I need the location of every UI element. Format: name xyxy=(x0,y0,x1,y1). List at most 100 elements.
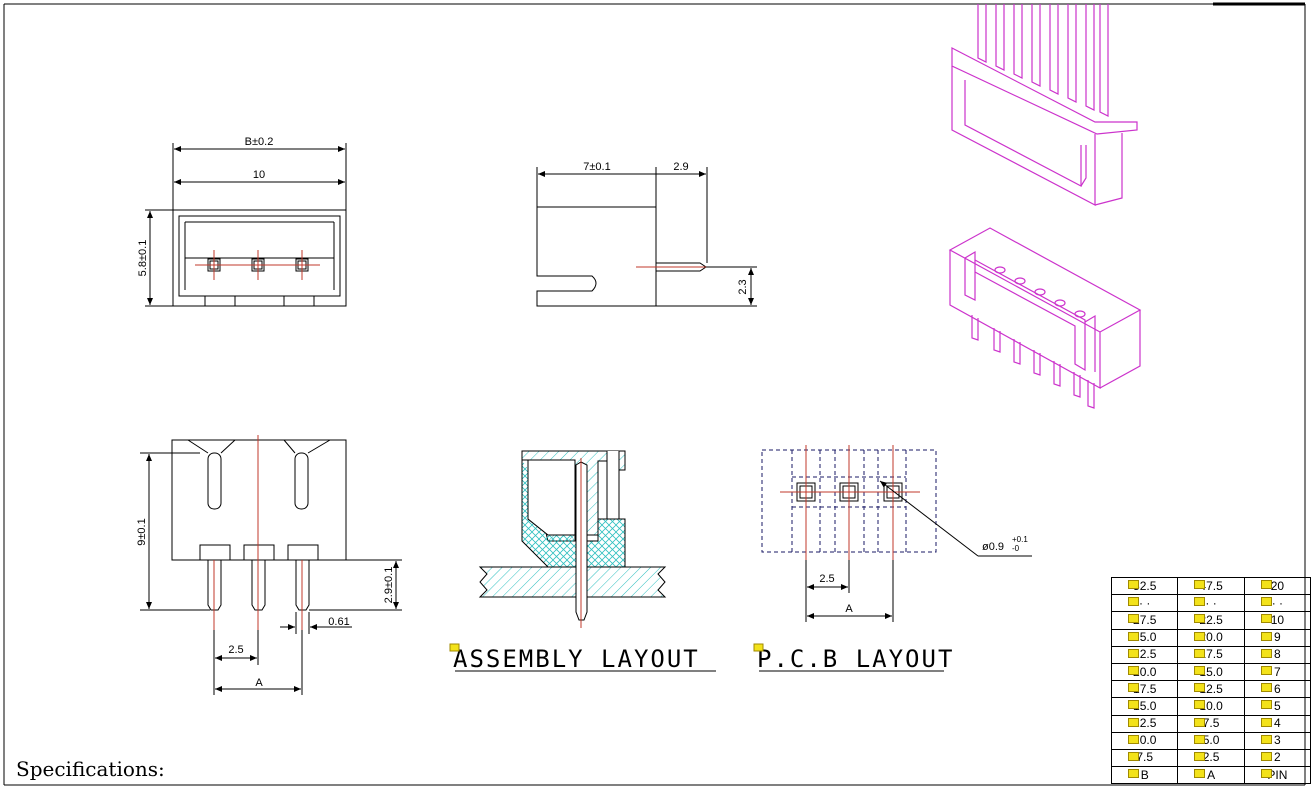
flag-icon xyxy=(1194,614,1206,624)
table-cell: · · xyxy=(1177,594,1245,613)
flag-icon xyxy=(1128,614,1139,624)
table-cell: 9 xyxy=(1243,628,1311,647)
flag-icon xyxy=(1194,631,1206,641)
flag-icon xyxy=(1194,717,1206,727)
table-cell: 15.0 xyxy=(1177,662,1245,682)
table-cell: 47.5 xyxy=(1177,576,1245,596)
table-cell: 6 xyxy=(1243,680,1311,699)
cell-value: B xyxy=(1140,767,1149,782)
cell-value: 7 xyxy=(1274,664,1281,679)
dim-side-pin-height: 2.3 xyxy=(737,279,749,294)
table-cell: 7.5 xyxy=(1177,714,1245,733)
table-cell: 25.0 xyxy=(1110,628,1179,647)
table-cell: 20.0 xyxy=(1177,628,1245,647)
flag-icon xyxy=(1128,700,1139,710)
table-cell: 12.5 xyxy=(1110,714,1179,733)
table-cell: 7.5 xyxy=(1110,748,1179,768)
cell-value: PIN xyxy=(1267,767,1288,782)
flag-icon xyxy=(1194,769,1206,779)
table-cell: 20.0 xyxy=(1110,662,1179,682)
flag-icon xyxy=(1128,751,1139,761)
flag-icon xyxy=(1194,683,1206,693)
flag-icon xyxy=(1128,683,1139,693)
flag-icon xyxy=(1260,631,1272,641)
table-cell: 4 xyxy=(1243,714,1311,733)
dim-pcb-pitch: 2.5 xyxy=(819,573,834,585)
flag-icon xyxy=(449,643,460,652)
table-cell: 10.0 xyxy=(1110,731,1179,750)
table-cell: 3 xyxy=(1243,731,1311,750)
pcb-layout-title: P.C.B LAYOUT xyxy=(757,645,954,673)
table-cell: 2.5 xyxy=(1177,748,1245,768)
table-cell: 22.5 xyxy=(1110,645,1179,664)
dim-pitch: 2.5 xyxy=(228,644,243,656)
bottom-view xyxy=(140,435,402,695)
cell-value: A xyxy=(1207,767,1216,782)
cell-value: 3 xyxy=(1274,733,1281,748)
flag-icon xyxy=(1128,665,1139,675)
table-row: 10.0 5.0 3 xyxy=(1110,731,1311,750)
table-cell: 20 xyxy=(1243,576,1311,596)
table-cell: 15.0 xyxy=(1110,697,1179,716)
table-cell: 8 xyxy=(1243,645,1311,664)
dim-side-depth: 7±0.1 xyxy=(583,161,610,173)
table-cell: A xyxy=(1177,766,1245,785)
flag-icon xyxy=(1260,648,1272,658)
dim-bottom-height: 9±0.1 xyxy=(136,518,148,545)
flag-icon xyxy=(1260,734,1272,744)
flag-icon xyxy=(1194,580,1206,589)
cell-value: 9 xyxy=(1274,630,1281,645)
flag-icon xyxy=(1260,580,1272,589)
cell-value: 4 xyxy=(1274,716,1281,731)
flag-icon xyxy=(1128,769,1139,779)
flag-icon xyxy=(1194,648,1206,658)
housing-3d-render xyxy=(951,4,1138,206)
table-cell: 27.5 xyxy=(1110,611,1179,630)
dim-front-width-inner: 10 xyxy=(253,169,265,181)
pcb-view xyxy=(761,445,1032,622)
flag-icon xyxy=(1128,648,1139,658)
flag-icon xyxy=(1260,683,1272,693)
table-cell: PIN xyxy=(1243,766,1311,785)
flag-icon xyxy=(1260,614,1272,624)
dim-hole-tol-minus: -0 xyxy=(1012,544,1020,553)
dim-front-width-total: B±0.2 xyxy=(245,136,274,148)
dim-hole-tol-plus: +0.1 xyxy=(1012,535,1028,544)
cell-value: 10 xyxy=(1270,612,1285,627)
cell-value: 6 xyxy=(1274,681,1281,696)
cell-value: 7.5 xyxy=(1202,716,1220,731)
specifications-label: Specifications: xyxy=(16,757,165,781)
dim-pcb-span: A xyxy=(845,603,853,615)
dim-span: A xyxy=(255,677,263,689)
table-cell: 17.5 xyxy=(1177,645,1245,664)
cell-value: 8 xyxy=(1274,647,1281,662)
flag-icon xyxy=(1260,597,1272,607)
table-cell: 2 xyxy=(1243,748,1311,768)
table-cell: 7 xyxy=(1243,662,1311,682)
header-3d-render xyxy=(948,227,1142,409)
cell-value: 5.0 xyxy=(1202,733,1220,748)
flag-icon xyxy=(1128,631,1139,641)
table-row: 12.5 7.5 4 xyxy=(1110,714,1311,733)
assembly-view xyxy=(478,450,667,628)
flag-icon xyxy=(1260,751,1272,761)
flag-icon xyxy=(1128,597,1139,607)
flag-icon xyxy=(1128,734,1139,744)
sheet-border xyxy=(3,2,1306,786)
cell-value: 20 xyxy=(1270,578,1285,593)
table-cell: 10 xyxy=(1243,611,1311,630)
flag-icon xyxy=(1260,665,1272,675)
dim-bottom-pin-length: 2.9±0.1 xyxy=(383,567,395,604)
flag-icon xyxy=(753,643,764,652)
table-cell: 5.0 xyxy=(1177,731,1245,750)
flag-icon xyxy=(1194,665,1206,675)
